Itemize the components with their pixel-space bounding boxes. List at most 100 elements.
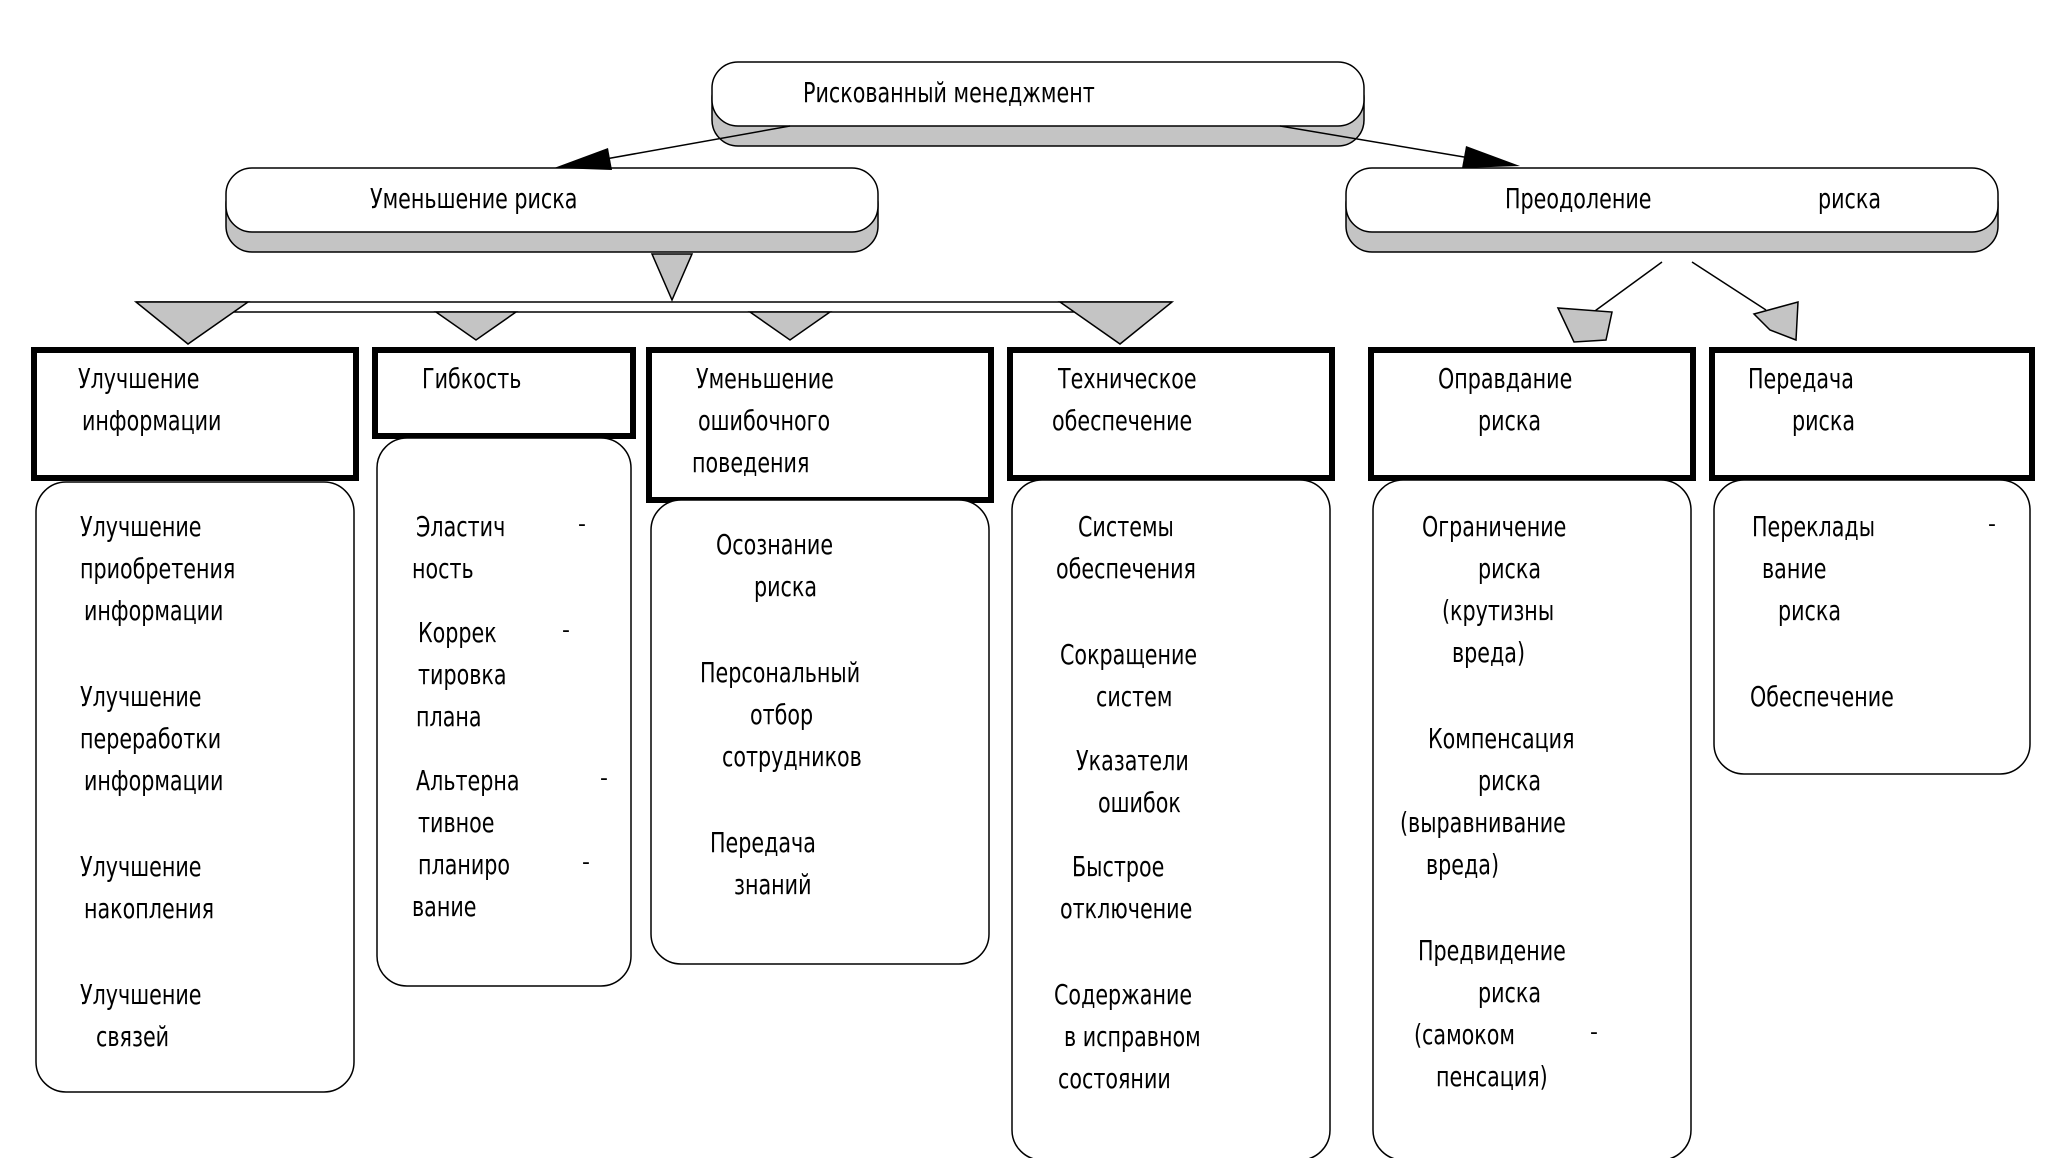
info-item-line: приобретения <box>80 552 236 585</box>
header-info-line-1: Улучшение <box>78 362 200 395</box>
arrow-to-flexibility <box>433 311 519 341</box>
flex-hyphen: - <box>562 618 570 643</box>
flex-item-line: вание <box>412 890 477 923</box>
header-transfer-line-1: Передача <box>1748 362 1854 395</box>
right-to-justification-line <box>1587 261 1663 317</box>
tech-item-line: Указатели <box>1076 744 1189 777</box>
header-technical-line-1: Техническое <box>1058 362 1197 395</box>
arrow-to-transfer <box>1752 301 1799 342</box>
arrow-to-info <box>133 301 251 345</box>
header-transfer-line-2: риска <box>1792 404 1856 437</box>
transfer-item-line: Переклады <box>1752 510 1876 543</box>
info-item-line: Улучшение <box>80 978 202 1011</box>
header-technical-line-2: обеспечение <box>1052 404 1193 437</box>
error-item-line: отбор <box>750 698 814 731</box>
root-node <box>711 61 1365 127</box>
tech-item-line: отключение <box>1060 892 1193 925</box>
info-item-line: Улучшение <box>80 850 202 883</box>
info-item-line: информации <box>84 594 224 627</box>
root-to-left-line <box>599 125 791 161</box>
info-item-line: информации <box>84 764 224 797</box>
header-justification-line-1: Оправдание <box>1438 362 1573 395</box>
right-branch-label-a: Преодоление <box>1505 182 1652 215</box>
just-item-line: (выравнивание <box>1400 806 1566 839</box>
just-item-line: пенсация) <box>1436 1060 1548 1093</box>
tech-item-line: ошибок <box>1098 786 1181 819</box>
info-item-line: переработки <box>80 722 222 755</box>
info-item-line: накопления <box>84 892 215 925</box>
list-box-justification <box>1372 479 1692 1158</box>
list-box-technical <box>1011 479 1331 1158</box>
just-item-line: Ограничение <box>1422 510 1567 543</box>
just-item-line: (самоком <box>1414 1018 1515 1051</box>
header-justification-line-2: риска <box>1478 404 1542 437</box>
tech-item-line: Сокращение <box>1060 638 1198 671</box>
flex-item-line: тивное <box>418 806 495 839</box>
list-box-transfer <box>1713 479 2031 775</box>
error-item-line: знаний <box>734 868 812 901</box>
just-item-line: вреда) <box>1452 636 1526 669</box>
tech-item-line: в исправном <box>1064 1020 1201 1053</box>
header-box-transfer <box>1709 347 2035 481</box>
tech-item-line: Быстрое <box>1072 850 1165 883</box>
error-item-line: Передача <box>710 826 816 859</box>
left-branch-node <box>225 167 879 233</box>
flex-hyphen: - <box>600 766 608 791</box>
left-branch-down-arrow <box>650 253 694 302</box>
arrow-to-justification <box>1556 307 1613 343</box>
flex-hyphen: - <box>578 512 586 537</box>
just-hyphen: - <box>1590 1020 1598 1045</box>
info-item-line: Улучшение <box>80 680 202 713</box>
list-box-error <box>650 499 990 965</box>
root-to-right-arrowhead <box>1462 146 1520 168</box>
just-item-line: риска <box>1478 764 1542 797</box>
flex-item-line: ность <box>412 552 474 585</box>
flex-item-line: Коррек <box>418 616 497 649</box>
error-item-line: сотрудников <box>722 740 862 773</box>
right-to-transfer-line <box>1691 261 1767 311</box>
info-item-line: связей <box>96 1020 170 1053</box>
tech-item-line: Содержание <box>1054 978 1193 1011</box>
header-box-flexibility <box>372 347 636 439</box>
transfer-item-line: Обеспечение <box>1750 680 1894 713</box>
header-flexibility: Гибкость <box>422 362 522 395</box>
left-branch-label: Уменьшение риска <box>370 182 578 215</box>
list-box-info <box>35 481 355 1093</box>
tech-item-line: Системы <box>1078 510 1174 543</box>
list-box-flexibility <box>376 437 632 987</box>
error-item-line: Персональный <box>700 656 861 689</box>
transfer-item-line: риска <box>1778 594 1842 627</box>
flex-item-line: планиро <box>418 848 511 881</box>
just-item-line: Компенсация <box>1428 722 1575 755</box>
arrow-to-error-reduction <box>747 311 833 341</box>
header-error-line-3: поведения <box>692 446 810 479</box>
header-error-line-2: ошибочного <box>698 404 831 437</box>
header-box-error <box>646 347 994 503</box>
tech-item-line: состоянии <box>1058 1062 1171 1095</box>
right-branch-node <box>1345 167 1999 233</box>
root-to-right-line <box>1279 125 1471 159</box>
just-item-line: риска <box>1478 552 1542 585</box>
just-item-line: вреда) <box>1426 848 1500 881</box>
info-item-line: Улучшение <box>80 510 202 543</box>
header-box-justification <box>1368 347 1696 481</box>
root-label: Рискованный менеджмент <box>803 76 1095 109</box>
flex-item-line: тировка <box>418 658 507 691</box>
flex-hyphen: - <box>582 850 590 875</box>
header-info-line-2: информации <box>82 404 222 437</box>
header-error-line-1: Уменьшение <box>696 362 834 395</box>
right-branch-label-b: риска <box>1818 182 1882 215</box>
tech-item-line: систем <box>1096 680 1173 713</box>
header-box-technical <box>1007 347 1335 481</box>
arrow-to-technical <box>1057 301 1175 345</box>
flex-item-line: Эластич <box>416 510 506 543</box>
error-item-line: риска <box>754 570 818 603</box>
just-item-line: Предвидение <box>1418 934 1566 967</box>
flex-item-line: Альтерна <box>416 764 520 797</box>
root-to-left-arrowhead <box>554 148 612 170</box>
tech-item-line: обеспечения <box>1056 552 1196 585</box>
just-item-line: риска <box>1478 976 1542 1009</box>
transfer-item-line: вание <box>1762 552 1827 585</box>
header-box-info <box>31 347 359 481</box>
